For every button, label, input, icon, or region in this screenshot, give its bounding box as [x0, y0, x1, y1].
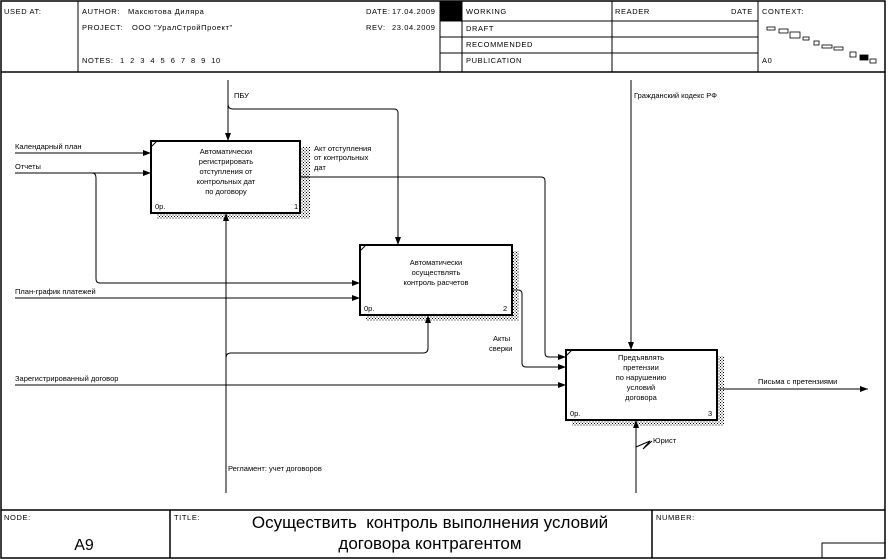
svg-text:от контрольных: от контрольных — [314, 153, 369, 162]
rev-label: REV: — [366, 23, 386, 32]
svg-text:сверки: сверки — [489, 344, 512, 353]
svg-text:регистрировать: регистрировать — [199, 157, 253, 166]
node-value: A9 — [74, 537, 94, 554]
box-number: 1 — [294, 202, 298, 211]
header-block — [77, 1, 759, 72]
label-pbu: ПБУ — [234, 91, 249, 100]
label-calendar-plan: Календарный план — [15, 142, 82, 151]
arrow-reconciliation-acts — [512, 289, 566, 370]
svg-text:контроль расчетов: контроль расчетов — [403, 278, 468, 287]
label-reports: Отчеты — [15, 162, 41, 171]
box-cost: 0р. — [155, 202, 165, 211]
label-claim-letters: Письма с претензиями — [758, 377, 837, 386]
notes-value: 1 2 3 4 5 6 7 8 9 10 — [120, 56, 221, 65]
box-cost: 0р. — [364, 304, 374, 313]
status-draft: DRAFT — [466, 24, 494, 33]
reader-label: READER — [615, 7, 650, 16]
diagram-title-line-1: Осуществить контроль выполнения условий — [252, 513, 608, 532]
used-at-label: USED AT: — [4, 7, 42, 16]
project-value: ООО "УралСтройПроект" — [132, 23, 233, 32]
svg-text:Предъявлять: Предъявлять — [618, 353, 664, 362]
notes-label: NOTES: — [82, 56, 114, 65]
author-label: AUTHOR: — [82, 7, 120, 16]
label-lawyer: Юрист — [653, 436, 677, 445]
project-label: PROJECT: — [82, 23, 123, 32]
lawyer-squiggle — [635, 440, 653, 450]
label-payment-schedule: План-график платежей — [15, 287, 96, 296]
title-label: TITLE: — [174, 513, 200, 522]
diagram-title-line-2: договора контрагентом — [338, 534, 521, 553]
box-number: 3 — [708, 409, 712, 418]
label-civil-code: Гражданский кодекс РФ — [634, 91, 717, 100]
svg-text:условий: условий — [627, 383, 655, 392]
activity-box-2[interactable]: Автоматически осуществлять контроль расч… — [359, 244, 519, 321]
context-label: CONTEXT: — [762, 7, 804, 16]
status-publication: PUBLICATION — [466, 56, 522, 65]
svg-text:отступления от: отступления от — [200, 167, 253, 176]
author-value: Максютова Диляра — [128, 7, 205, 16]
title-block — [1, 509, 886, 559]
activity-box-3[interactable]: Предъявлять претензии по нарушению услов… — [565, 349, 724, 426]
status-recommended: RECOMMENDED — [466, 40, 533, 49]
box-number: 2 — [503, 304, 507, 313]
svg-text:дат: дат — [314, 163, 326, 172]
date-value: 17.04.2009 — [392, 7, 436, 16]
label-registered-contract: Зарегистрированный договор — [15, 374, 118, 383]
reader-date-label: DATE — [731, 7, 753, 16]
node-label: NODE: — [4, 513, 31, 522]
arrow-reports-branch — [91, 172, 360, 286]
status-working: WORKING — [466, 7, 507, 16]
label-reconciliation-acts: Акты — [493, 334, 510, 343]
context-map — [766, 26, 877, 64]
svg-text:Автоматически: Автоматически — [410, 258, 462, 267]
working-status-marker — [440, 1, 463, 22]
number-label: NUMBER: — [656, 513, 695, 522]
date-label: DATE: — [366, 7, 391, 16]
svg-text:претензии: претензии — [623, 363, 659, 372]
rev-value: 23.04.2009 — [392, 23, 436, 32]
svg-text:по договору: по договору — [205, 187, 247, 196]
box-cost: 0р. — [570, 409, 580, 418]
arrow-deviation-act — [300, 176, 566, 360]
label-regulation: Регламент: учет договоров — [228, 464, 322, 473]
svg-text:контрольных дат: контрольных дат — [197, 177, 256, 186]
label-deviation-act: Акт отступления — [314, 144, 371, 153]
svg-text:договора: договора — [625, 393, 658, 402]
svg-text:Автоматически: Автоматически — [200, 147, 252, 156]
context-node: A0 — [762, 56, 772, 65]
arrow-pbu-branch — [227, 103, 401, 245]
svg-text:по нарушению: по нарушению — [616, 373, 667, 382]
activity-box-1[interactable]: Автоматически регистрировать отступления… — [150, 140, 310, 219]
svg-text:осуществлять: осуществлять — [412, 268, 461, 277]
arrow-regulation-branch — [225, 315, 431, 359]
